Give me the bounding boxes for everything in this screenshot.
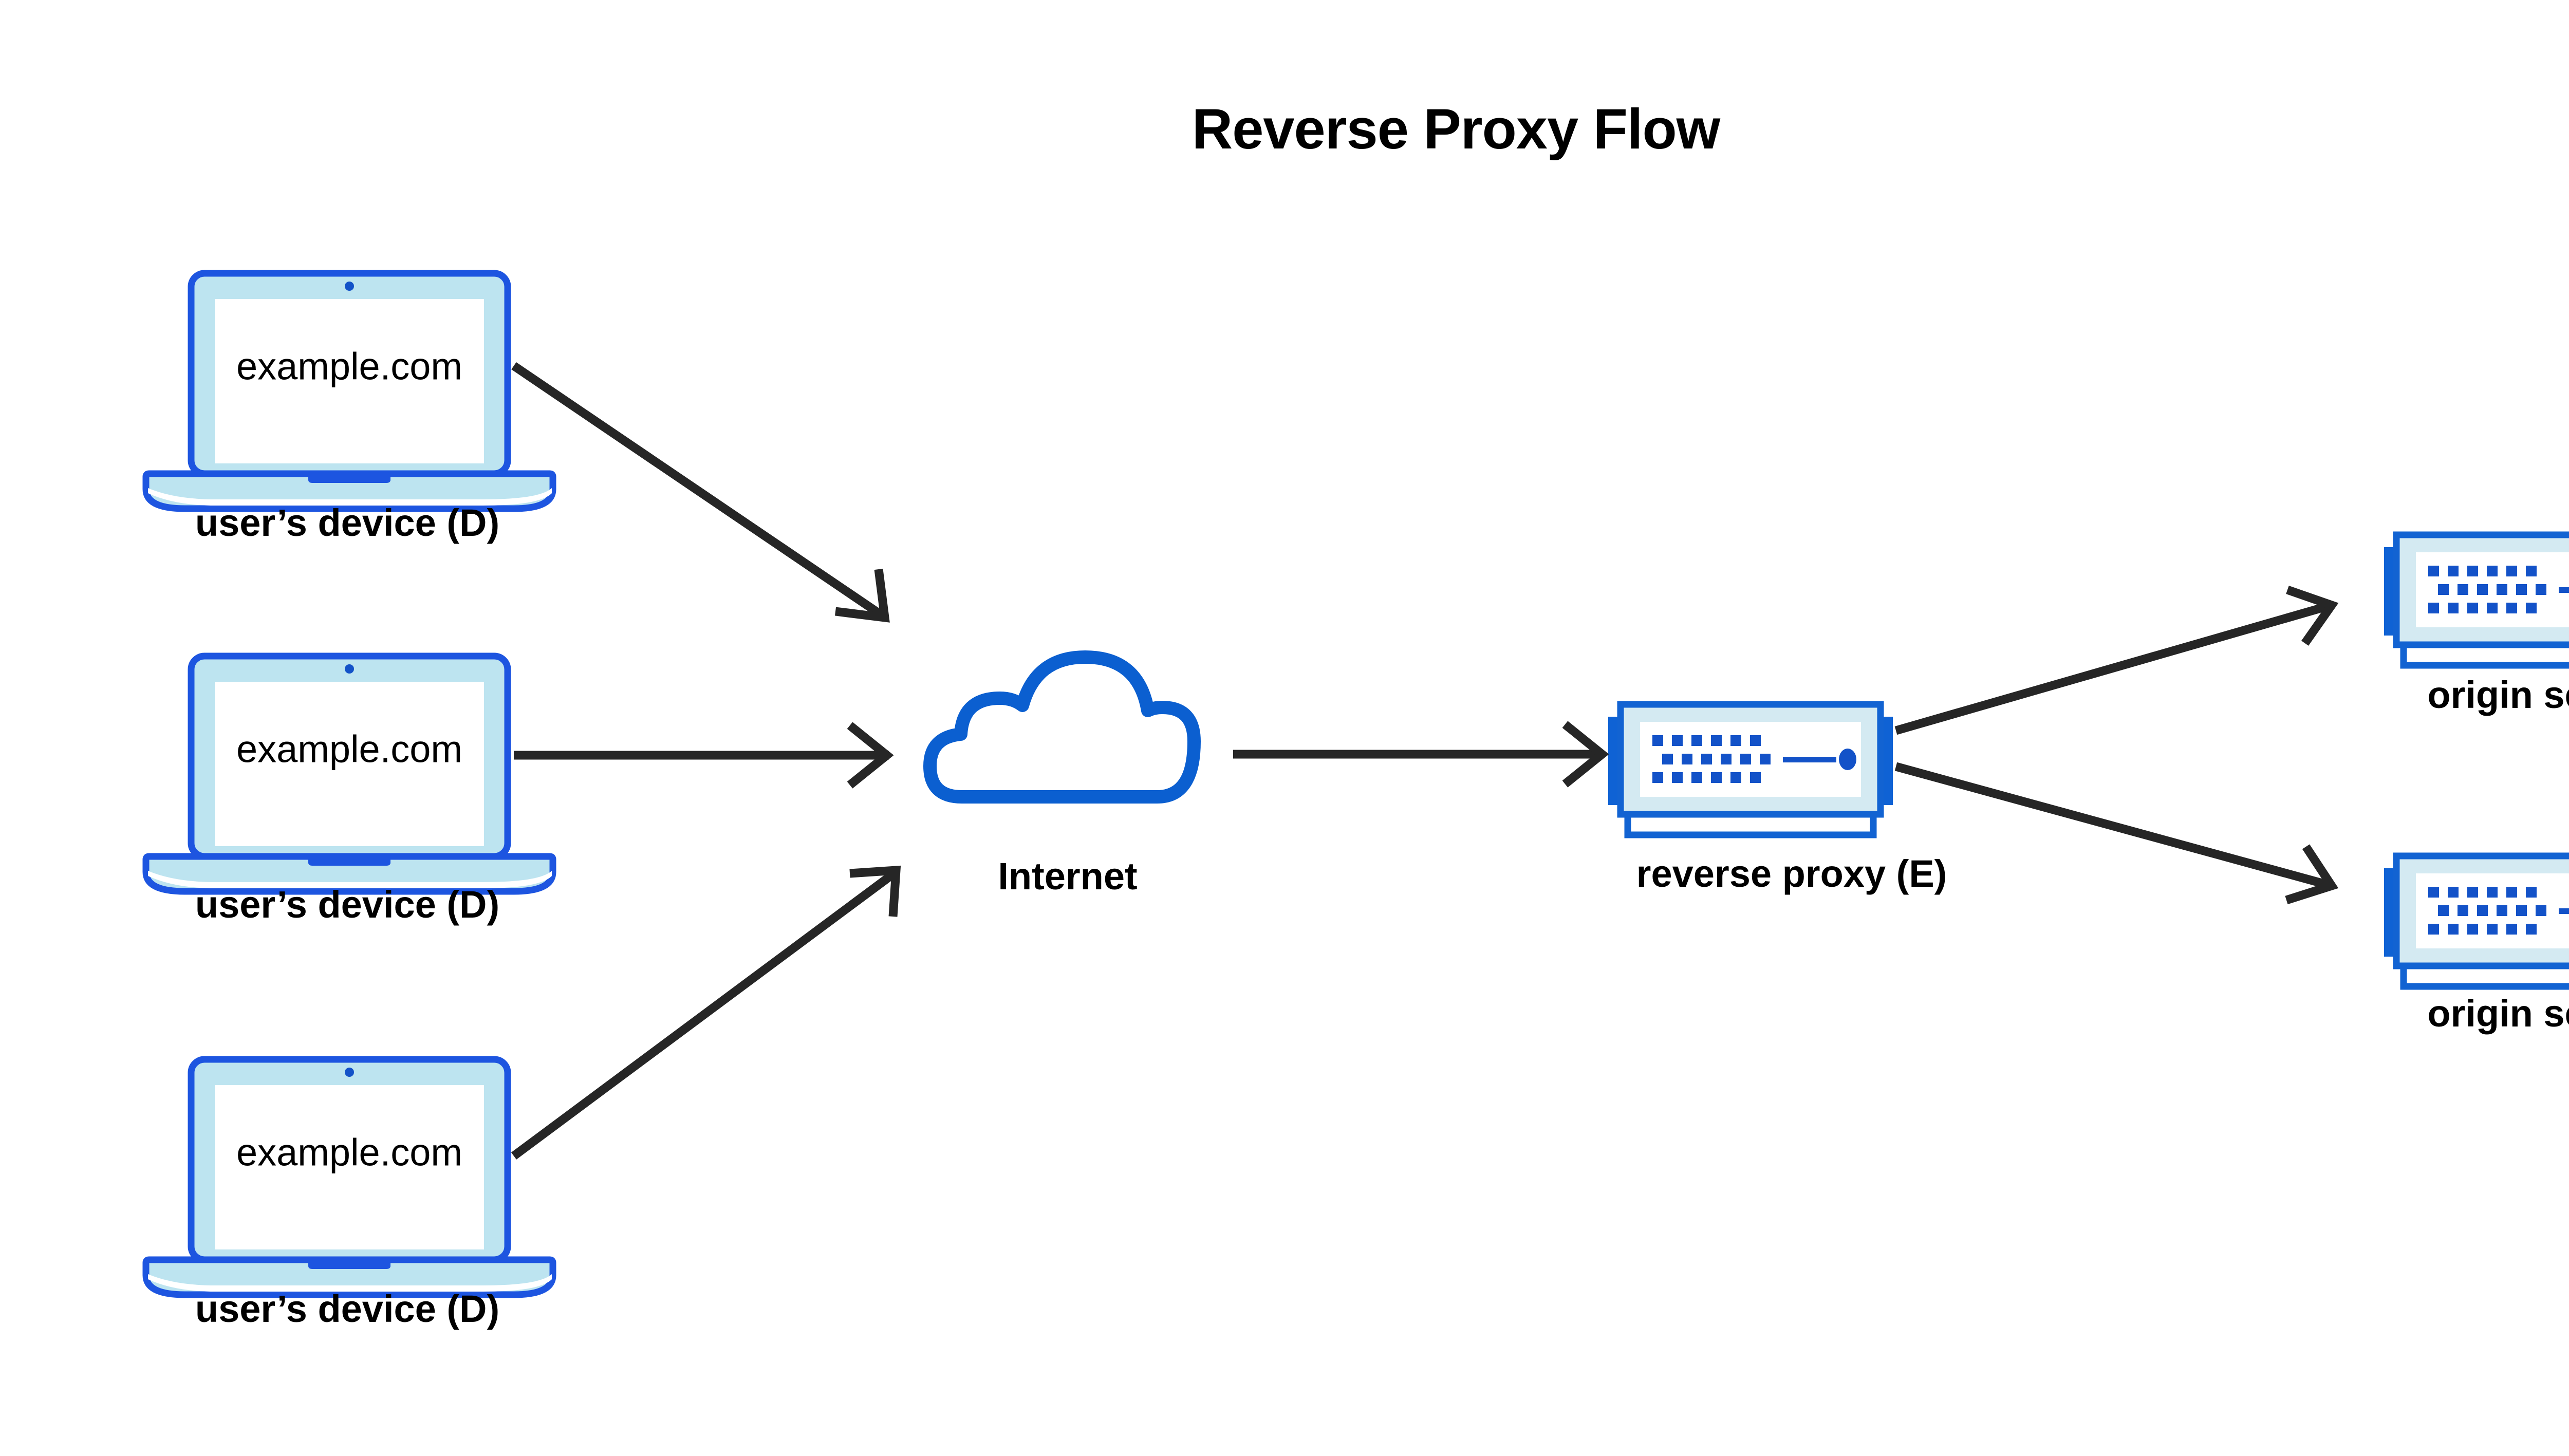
server-icon [2384,535,2569,665]
laptop-icon [146,1059,553,1295]
arrow-icon [511,362,890,623]
laptop-screen-url: example.com [236,345,463,388]
cloud-icon [930,657,1194,797]
arrow-icon [1894,762,2339,905]
page-title: Reverse Proxy Flow [1192,98,1720,161]
node-label-origin-server: origin server (F) [2427,674,2569,716]
laptop-screen-url: example.com [236,1131,463,1174]
node-label-origin-server: origin server (F) [2427,992,2569,1035]
node-label-users-device: user’s device (D) [195,501,500,544]
node-label-reverse-proxy: reverse proxy (E) [1636,852,1947,895]
arrow-icon [1894,585,2339,735]
laptop-icon [146,273,553,509]
server-icon [2384,856,2569,986]
node-label-internet: Internet [998,855,1138,898]
server-icon [1608,704,1893,835]
laptop-icon [146,656,553,891]
node-label-users-device: user’s device (D) [195,883,500,926]
laptop-screen-url: example.com [236,727,463,771]
node-label-users-device: user’s device (D) [195,1287,500,1330]
arrow-icon [511,865,901,1160]
arrow-icon [514,722,894,789]
arrow-icon [1233,721,1609,788]
